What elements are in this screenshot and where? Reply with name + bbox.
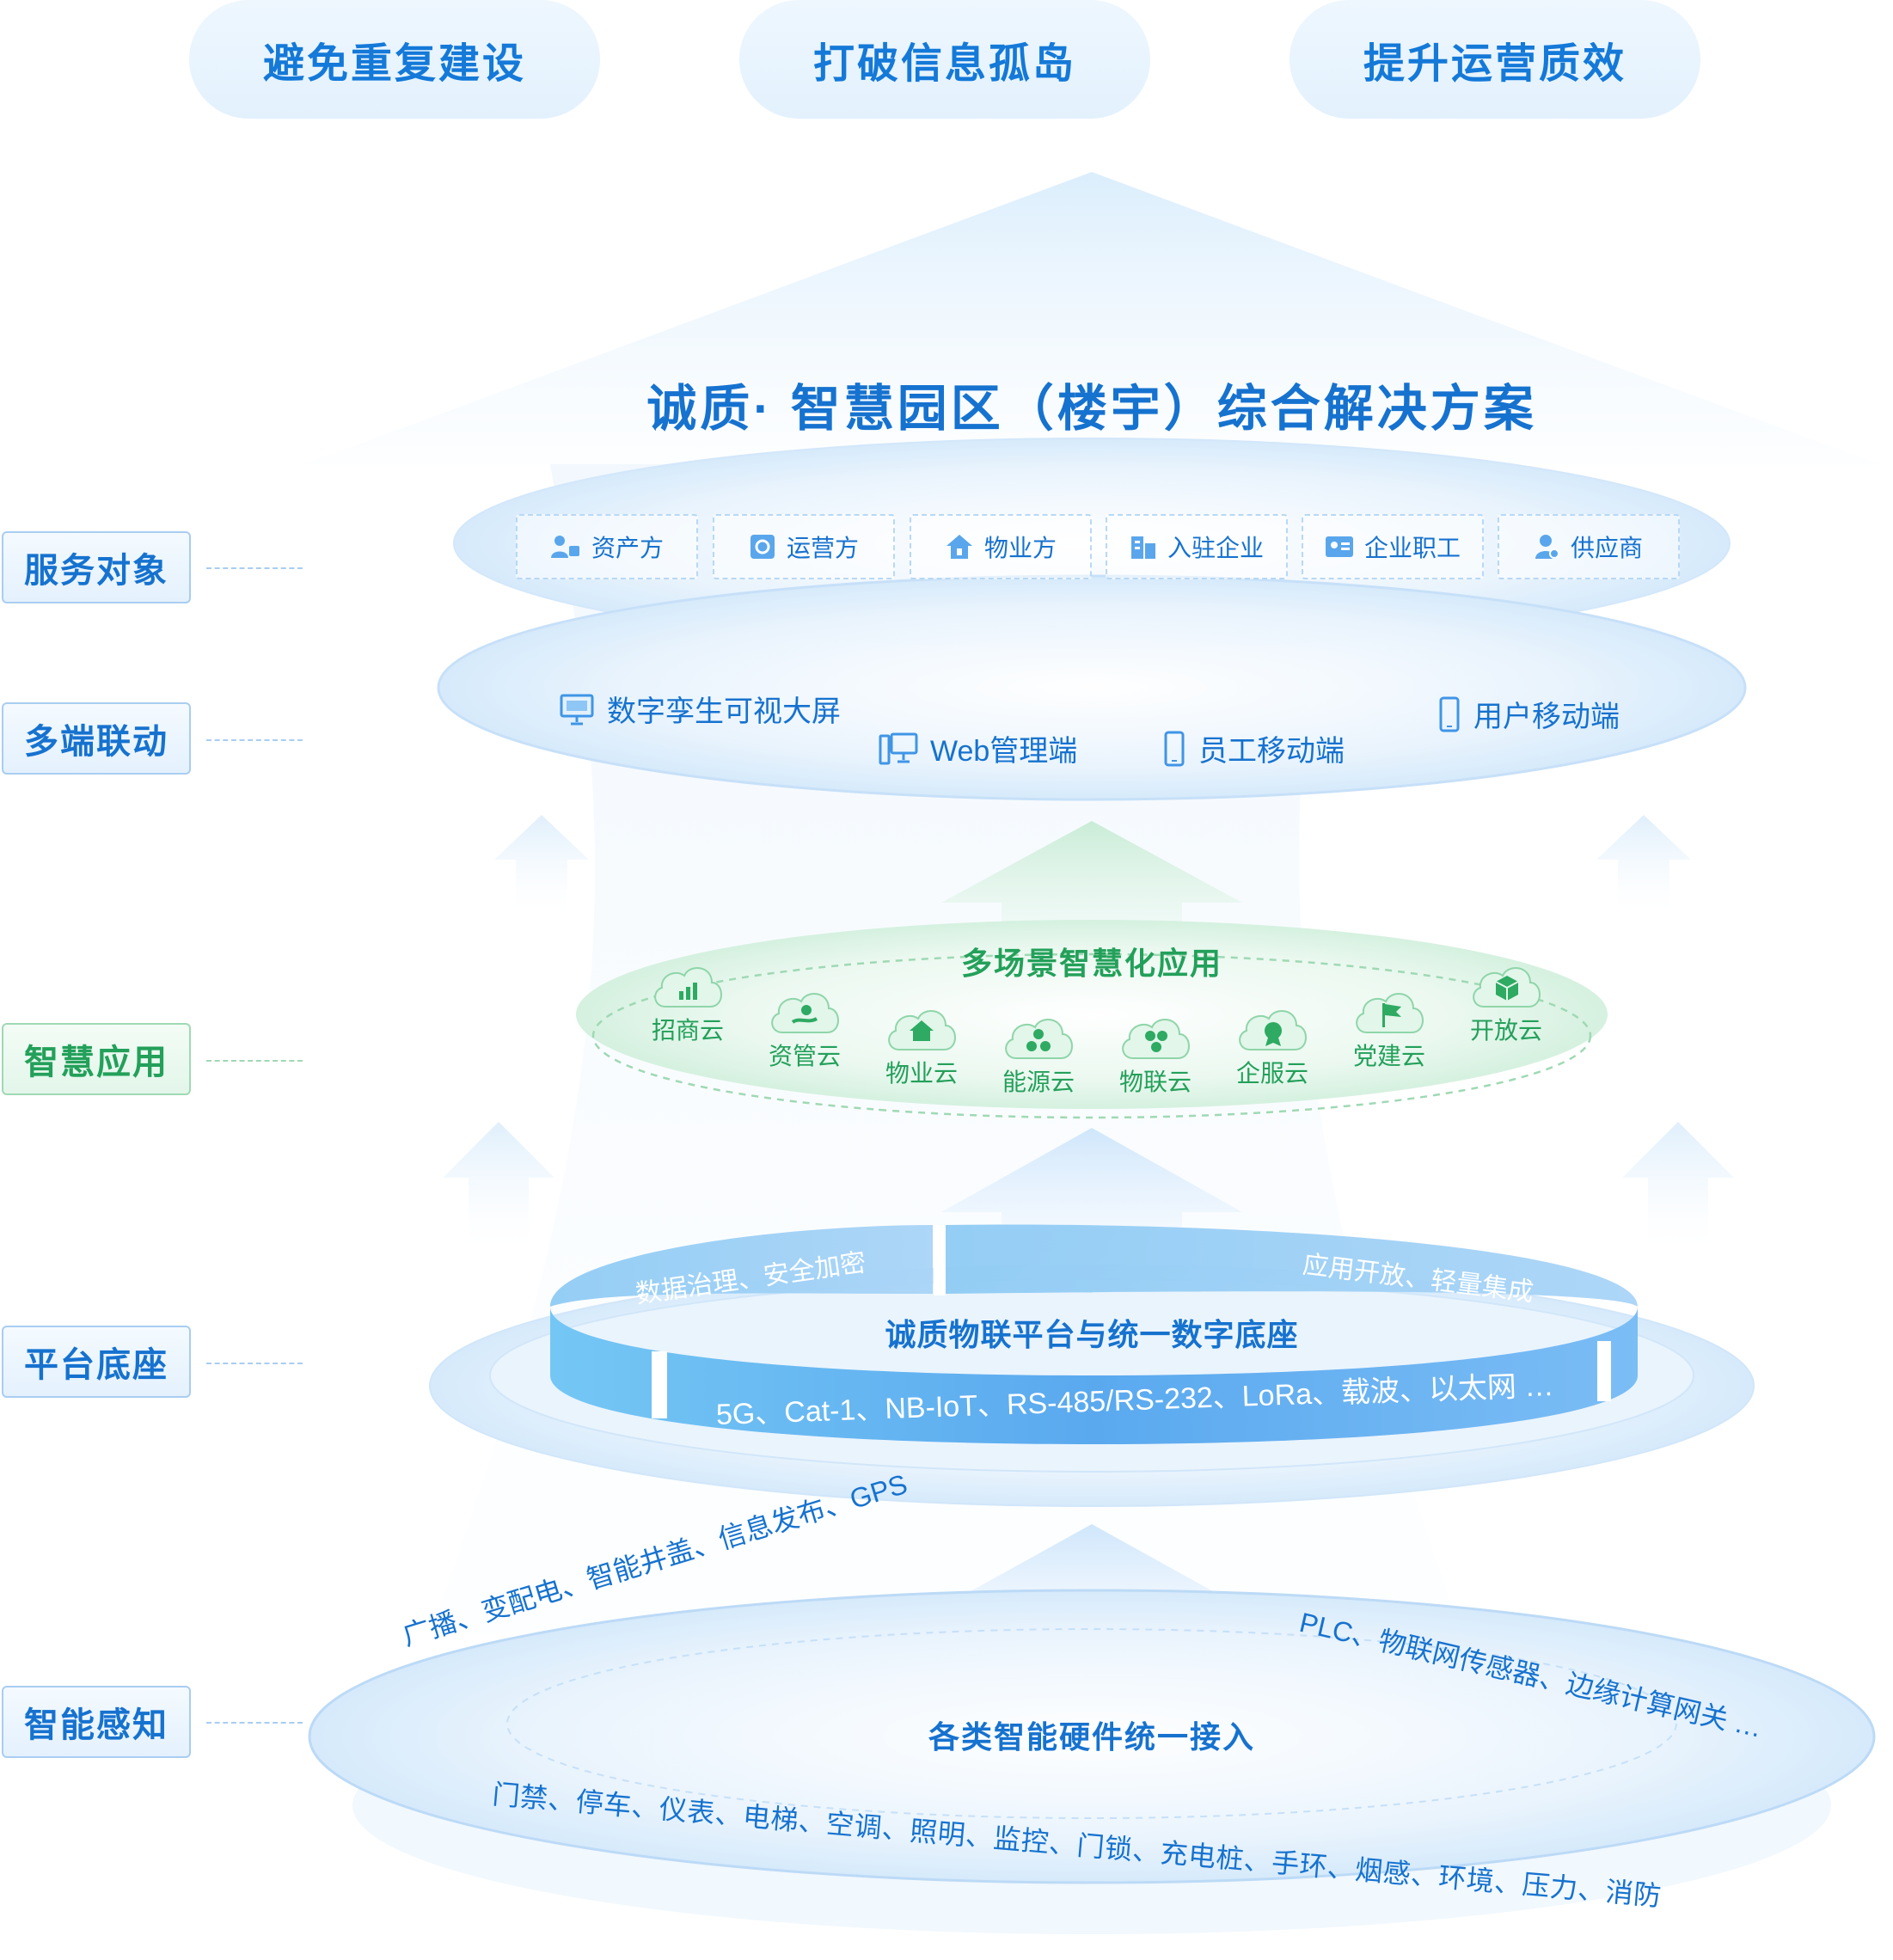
benefit-pill-2: 打破信息孤岛 [739, 0, 1150, 119]
cloud-wuye: 物业云 [870, 1001, 973, 1089]
terminal-screen-label: 数字孪生可视大屏 [607, 695, 841, 728]
side-label-perception: 智能感知 [2, 1686, 191, 1758]
chart-icon [654, 967, 722, 1008]
service-object-supplier: 供应商 [1498, 514, 1680, 579]
energy-icon [1005, 1019, 1073, 1059]
cloud-label: 能源云 [1002, 1069, 1075, 1095]
id-card-icon [1325, 536, 1353, 557]
scene-title: 多场景智慧化应用 [960, 946, 1222, 981]
monitor-icon [560, 694, 594, 725]
cloud-label: 物联云 [1118, 1069, 1192, 1095]
cloud-label: 物业云 [885, 1060, 958, 1087]
service-object-employee: 企业职工 [1302, 514, 1484, 579]
service-object-label: 企业职工 [1363, 535, 1461, 561]
hardware-title: 各类智能硬件统一接入 [928, 1719, 1255, 1755]
settings-icon [750, 535, 775, 559]
benefit-pill-1: 避免重复建设 [189, 0, 600, 119]
side-connector-perception [206, 1722, 303, 1724]
home-icon [888, 1010, 956, 1050]
service-object-label: 入驻企业 [1167, 535, 1264, 561]
cloud-label: 企服云 [1235, 1060, 1308, 1087]
badge-icon [1239, 1010, 1307, 1050]
perception-disc [308, 1589, 1876, 1884]
terminal-screen: 数字孪生可视大屏 [559, 688, 841, 730]
side-label-service: 服务对象 [2, 531, 191, 603]
users-icon [550, 536, 579, 558]
terminal-staff-mobile-label: 员工移动端 [1198, 735, 1345, 768]
flag-icon [1356, 993, 1424, 1033]
roof-arrow [305, 172, 1878, 464]
side-connector-application [206, 1060, 303, 1062]
service-object-label: 物业方 [983, 535, 1057, 561]
home-icon [946, 535, 972, 559]
cloud-label: 招商云 [651, 1017, 724, 1044]
network-icon [1122, 1019, 1190, 1059]
cloud-dangjian: 党建云 [1338, 984, 1441, 1072]
platform-title: 诚质物联平台与统一数字底座 [885, 1317, 1299, 1352]
hand-coin-icon [771, 993, 839, 1033]
terminal-user-mobile-label: 用户移动端 [1473, 701, 1620, 733]
building-icon [1130, 536, 1155, 559]
side-label-application: 智慧应用 [2, 1023, 191, 1095]
side-label-platform: 平台底座 [2, 1326, 191, 1398]
side-connector-platform [206, 1363, 303, 1364]
perception-disc-dashed [506, 1628, 1677, 1819]
main-title: 诚质· 智慧园区（楼宇）综合解决方案 [646, 381, 1537, 437]
cloud-zhaoshang: 招商云 [636, 959, 739, 1046]
terminal-staff-mobile: 员工移动端 [1162, 727, 1345, 769]
service-object-enterprise: 入驻企业 [1106, 514, 1288, 579]
service-object-label: 资产方 [591, 535, 664, 561]
terminal-user-mobile: 用户移动端 [1437, 693, 1620, 735]
side-label-terminal: 多端联动 [2, 702, 191, 775]
terminal-web-label: Web管理端 [930, 735, 1078, 768]
cloud-nengyuan: 能源云 [987, 1010, 1090, 1098]
cloud-kaifang: 开放云 [1455, 959, 1558, 1046]
cloud-qifu: 企服云 [1221, 1001, 1324, 1089]
service-object-label: 供应商 [1570, 535, 1643, 561]
platform-ring [550, 1224, 1638, 1444]
service-object-asset: 资产方 [516, 514, 698, 579]
application-disc-dashed [591, 952, 1592, 1119]
cloud-label: 党建云 [1352, 1043, 1425, 1069]
cloud-label: 开放云 [1469, 1017, 1542, 1044]
supplier-icon [1535, 535, 1559, 559]
terminal-disc [437, 574, 1747, 801]
benefit-pill-3: 提升运营质效 [1290, 0, 1700, 119]
side-arrows [443, 815, 1734, 1246]
service-object-property: 物业方 [910, 514, 1092, 579]
cloud-ziguan: 资管云 [753, 984, 856, 1072]
service-object-operator: 运营方 [713, 514, 895, 579]
side-connector-terminal [206, 739, 303, 741]
terminal-web: Web管理端 [879, 727, 1077, 769]
cloud-label: 资管云 [768, 1043, 841, 1069]
phone-icon [1164, 731, 1185, 766]
application-disc [576, 920, 1608, 1109]
side-connector-service [206, 567, 303, 569]
desktop-icon [879, 732, 918, 764]
cloud-wulian: 物联云 [1104, 1010, 1207, 1098]
service-object-label: 运营方 [786, 535, 859, 561]
cube-icon [1473, 967, 1541, 1008]
phone-icon [1439, 696, 1460, 732]
